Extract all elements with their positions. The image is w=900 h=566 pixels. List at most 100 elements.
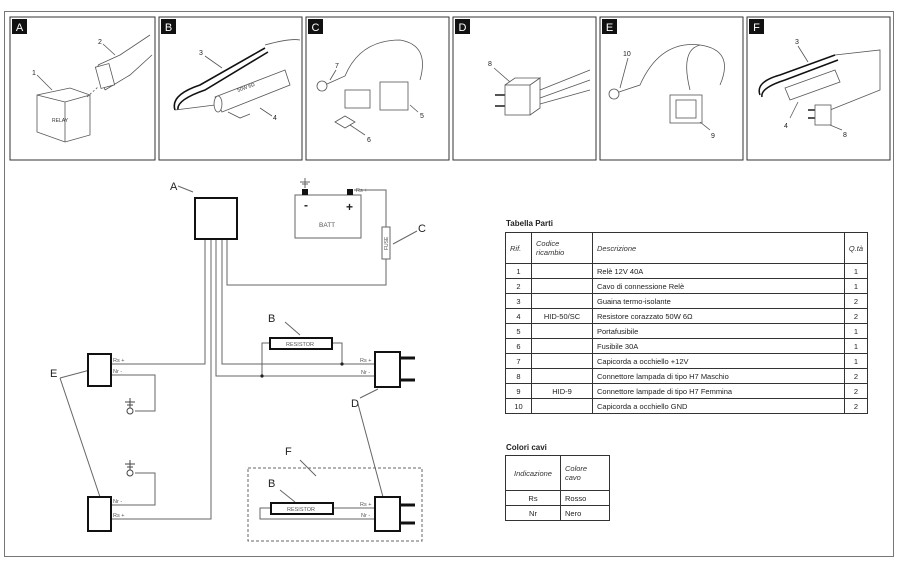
panel-letter: B xyxy=(165,22,172,34)
table-cell: Nr xyxy=(505,505,561,521)
junction-dots xyxy=(260,362,344,378)
panel-a xyxy=(9,16,156,161)
table-cell: 3 xyxy=(505,293,532,309)
callout-number: 9 xyxy=(711,133,715,140)
panel-d xyxy=(452,16,597,161)
table-cell: 8 xyxy=(505,368,532,384)
table-cell: 2 xyxy=(843,368,869,384)
table-cell: 6 xyxy=(505,338,532,354)
table-cell: Capicorda a occhiello +12V xyxy=(592,353,845,369)
connector-pins xyxy=(400,356,415,525)
panel-illustrations: RELAY 1 2 50W 6Ω 3 4 7 5 6 8 10 xyxy=(32,34,881,144)
table-cell: Resistore corazzato 50W 6Ω xyxy=(592,308,845,324)
page-frame xyxy=(4,11,894,557)
relay-label: A xyxy=(170,181,178,193)
heat-shrink-illustration xyxy=(173,47,269,111)
battery-plus: + xyxy=(346,200,353,214)
table-cell: 2 xyxy=(505,278,532,294)
table-cell: HID-50/SC xyxy=(531,308,593,324)
header-rif: Rif. xyxy=(505,232,532,264)
table-cell: Cavo di connessione Relè xyxy=(592,278,845,294)
table-cell: Connettore lampada di tipo H7 Maschio xyxy=(592,368,845,384)
table-cell: Capicorda a occhiello GND xyxy=(592,398,845,414)
panel-f xyxy=(746,16,891,161)
table-cell: 1 xyxy=(505,263,532,279)
header-colore: Colore cavo xyxy=(560,455,610,491)
wires xyxy=(59,185,418,520)
callout-number: 3 xyxy=(795,39,799,46)
panel-letter: E xyxy=(606,22,613,34)
resistor xyxy=(269,337,333,350)
table-cell: 1 xyxy=(843,338,869,354)
callout-number: 2 xyxy=(98,39,102,46)
h7-male-illustration xyxy=(814,104,832,126)
callout-number: 10 xyxy=(623,51,631,58)
battery-positive-terminal xyxy=(347,189,353,195)
ground-icon xyxy=(126,407,134,415)
h7-male-illustration xyxy=(504,84,531,116)
table-cell xyxy=(531,398,593,414)
rs-label: Rs + xyxy=(360,358,371,364)
relay-illustration xyxy=(36,87,91,143)
table-cell: 1 xyxy=(843,278,869,294)
battery-negative-terminal xyxy=(302,189,308,195)
fuse-label: C xyxy=(418,223,426,235)
table-cell: 2 xyxy=(843,308,869,324)
table-cell: Relè 12V 40A xyxy=(592,263,845,279)
eyelet-illustration xyxy=(608,88,620,100)
schematic-small-labels: BATT FUSE RESISTOR RESISTOR Rs + Rs + Nr… xyxy=(113,188,390,519)
panel-b xyxy=(158,16,303,161)
fuse-holder-illustration xyxy=(344,89,371,109)
connector-d-label: D xyxy=(351,398,359,410)
table-cell: Nero xyxy=(560,505,610,521)
ground-icon xyxy=(300,178,310,188)
table-cell: 2 xyxy=(843,398,869,414)
eyelet-e-label: E xyxy=(50,368,57,380)
panel-badges xyxy=(12,19,764,34)
kit-f-label: F xyxy=(285,446,292,458)
kit-f-outline xyxy=(247,467,423,542)
table-cell xyxy=(531,368,593,384)
table-cell xyxy=(531,353,593,369)
eyelet-illustration xyxy=(316,80,328,92)
battery-minus: - xyxy=(304,198,308,212)
header-qta: Q.tà xyxy=(843,232,869,264)
callout-number: 4 xyxy=(784,123,788,130)
nr-label: Nr - xyxy=(361,513,370,519)
table-cell: Portafusibile xyxy=(592,323,845,339)
connector-e xyxy=(87,496,112,532)
nr-label: Nr - xyxy=(113,499,122,505)
table-cell: Rs xyxy=(505,490,561,506)
connectors xyxy=(87,351,415,532)
table-cell xyxy=(531,263,593,279)
panel-letter: A xyxy=(16,22,24,34)
table-cell: 10 xyxy=(505,398,532,414)
header-indicazione: Indicazione xyxy=(505,455,561,491)
table-cell xyxy=(531,293,593,309)
schematic-labels: A C B B D E F - + xyxy=(50,181,426,490)
rs-label: Rs + xyxy=(360,502,371,508)
panel-e xyxy=(599,16,744,161)
header-descrizione: Descrizione xyxy=(592,232,845,264)
table-cell: Fusibile 30A xyxy=(592,338,845,354)
table-cell: 2 xyxy=(843,293,869,309)
colors-table-title: Colori cavi xyxy=(506,443,547,452)
connector-e xyxy=(87,353,112,387)
table-cell: 1 xyxy=(843,263,869,279)
table-cell: 9 xyxy=(505,383,532,399)
table-cell: HID-9 xyxy=(531,383,593,399)
table-cell xyxy=(531,323,593,339)
battery-label: BATT xyxy=(319,222,335,229)
panels xyxy=(9,16,891,161)
connector-d xyxy=(374,351,401,388)
panel-c xyxy=(305,16,450,161)
